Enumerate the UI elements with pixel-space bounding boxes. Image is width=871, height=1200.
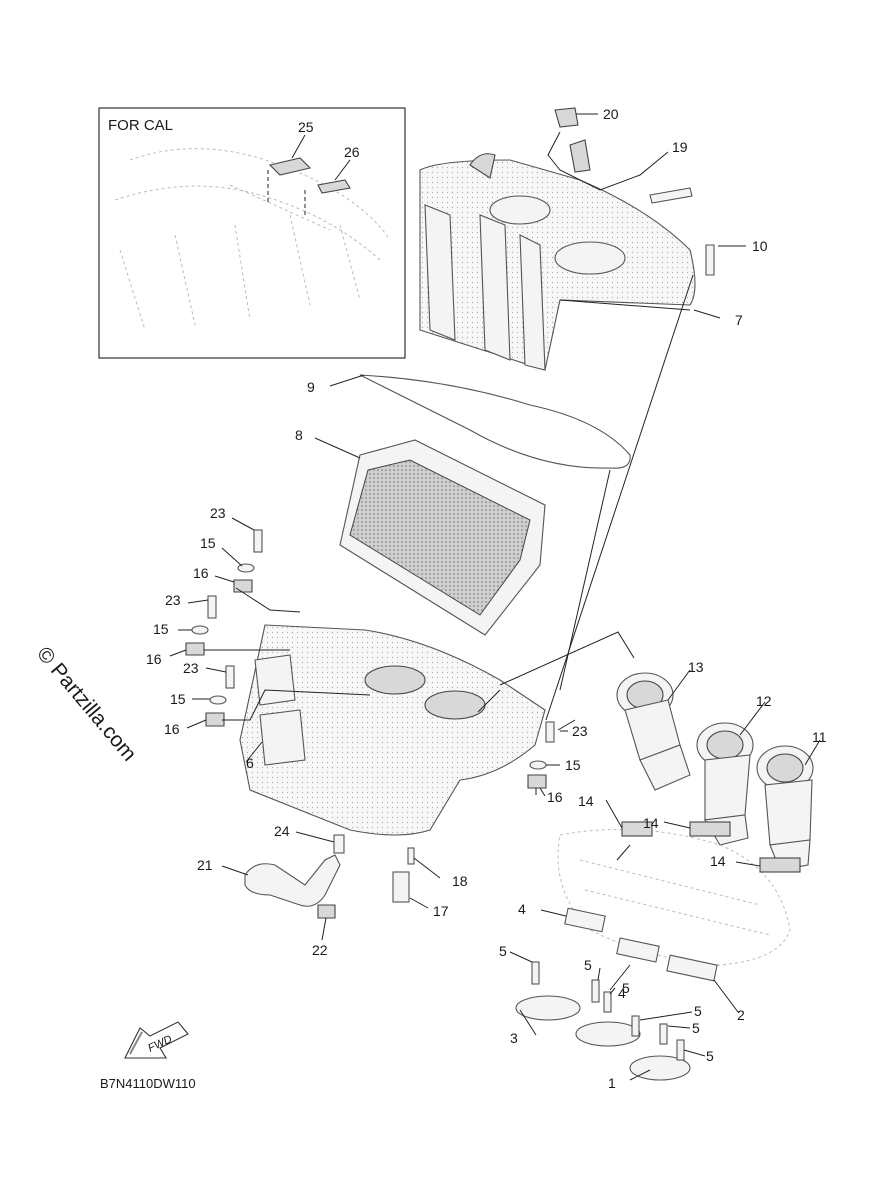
callout-21: 21	[197, 857, 213, 873]
callout-16c: 16	[164, 721, 180, 737]
callout-19: 19	[672, 139, 688, 155]
part-2-hose	[666, 954, 718, 982]
watermark: © Partzilla.com	[32, 642, 141, 765]
part-5-bolt-d	[631, 1015, 640, 1037]
callout-12: 12	[756, 693, 772, 709]
part-14-clamp-a	[621, 821, 653, 837]
callout-26: 26	[344, 144, 360, 160]
part-4-hose-a	[564, 907, 606, 933]
callout-5c: 5	[622, 980, 630, 996]
intake-funnel-11	[756, 745, 814, 871]
callout-4a: 4	[518, 901, 526, 917]
drawing-number: B7N4110DW110	[100, 1076, 196, 1091]
for-cal-inset: FOR CAL	[98, 107, 406, 359]
part-19-hose	[569, 139, 591, 173]
callout-24: 24	[274, 823, 290, 839]
callout-22: 22	[312, 942, 328, 958]
callout-15c: 15	[170, 691, 186, 707]
part-8-air-filter	[339, 439, 546, 636]
callout-16b: 16	[146, 651, 162, 667]
callout-18: 18	[452, 873, 468, 889]
part-3-joint-b	[575, 1021, 641, 1047]
callout-23d: 23	[572, 723, 588, 739]
callout-23a: 23	[210, 505, 226, 521]
part-16-right	[527, 774, 547, 789]
callout-15b: 15	[153, 621, 169, 637]
part-10-screw	[705, 244, 715, 276]
callout-15a: 15	[200, 535, 216, 551]
callout-5e: 5	[692, 1020, 700, 1036]
callout-14c: 14	[710, 853, 726, 869]
callout-3: 3	[510, 1030, 518, 1046]
callout-17: 17	[433, 903, 449, 919]
callout-10: 10	[752, 238, 768, 254]
part-14-clamp-c	[759, 857, 801, 873]
callout-7: 7	[735, 312, 743, 328]
callout-5b: 5	[584, 957, 592, 973]
callout-2: 2	[737, 1007, 745, 1023]
callout-15d: 15	[565, 757, 581, 773]
callout-labels: 20 19 10 7 9 8 25 26 23 15 16 23 15 16 2…	[146, 106, 827, 1091]
callout-23b: 23	[165, 592, 181, 608]
callout-4b: 4	[618, 985, 626, 1001]
part-21-drain-hose	[244, 854, 341, 907]
inset-part-26	[317, 179, 351, 194]
part-6-lower-air-box	[239, 624, 546, 836]
fwd-arrow: FWD	[124, 1021, 189, 1059]
part-14-clamp-b	[689, 821, 731, 837]
part-15-right	[529, 760, 547, 770]
part-20-tab	[554, 107, 579, 128]
callout-14a: 14	[578, 793, 594, 809]
callout-1: 1	[608, 1075, 616, 1091]
callout-16d: 16	[547, 789, 563, 805]
part-5-bolt-a	[531, 961, 540, 985]
part-5-bolt-e	[659, 1023, 668, 1045]
part-5-bolt-f	[676, 1039, 685, 1061]
inset-ghost-drawing	[114, 148, 391, 331]
part-1-joint	[629, 1055, 691, 1081]
part-9-gasket	[359, 374, 631, 469]
ghost-throttle-body	[557, 828, 791, 966]
callout-14b: 14	[643, 815, 659, 831]
air-box-cover	[419, 153, 696, 371]
inset-label: FOR CAL	[108, 117, 173, 134]
callout-6: 6	[246, 755, 254, 771]
part-3-joint-a	[515, 995, 581, 1021]
part-24-fitting	[333, 834, 345, 854]
part-18-pin	[407, 847, 415, 865]
part-4-hose-b	[616, 937, 660, 963]
callout-16a: 16	[193, 565, 209, 581]
callout-5a: 5	[499, 943, 507, 959]
part-5-bolt-b	[591, 979, 600, 1003]
callout-11: 11	[812, 729, 827, 745]
part-23-right	[545, 721, 555, 743]
part-17-plug	[392, 871, 410, 903]
part-19-strip	[649, 187, 693, 204]
callout-9: 9	[307, 379, 315, 395]
part-22-clamp	[317, 904, 336, 919]
intake-funnel-12	[696, 722, 754, 846]
callout-23c: 23	[183, 660, 199, 676]
fastener-stack-left	[185, 529, 371, 727]
intake-funnel-13	[616, 672, 691, 791]
part-5-bolt-c	[603, 991, 612, 1013]
callout-20: 20	[603, 106, 619, 122]
callout-5f: 5	[706, 1048, 714, 1064]
callout-25: 25	[298, 119, 314, 135]
callout-13: 13	[688, 659, 704, 675]
callout-8: 8	[295, 427, 303, 443]
callout-5d: 5	[694, 1003, 702, 1019]
inset-frame	[98, 107, 406, 359]
inset-part-25	[268, 157, 312, 176]
leader-lines	[169, 113, 821, 1081]
